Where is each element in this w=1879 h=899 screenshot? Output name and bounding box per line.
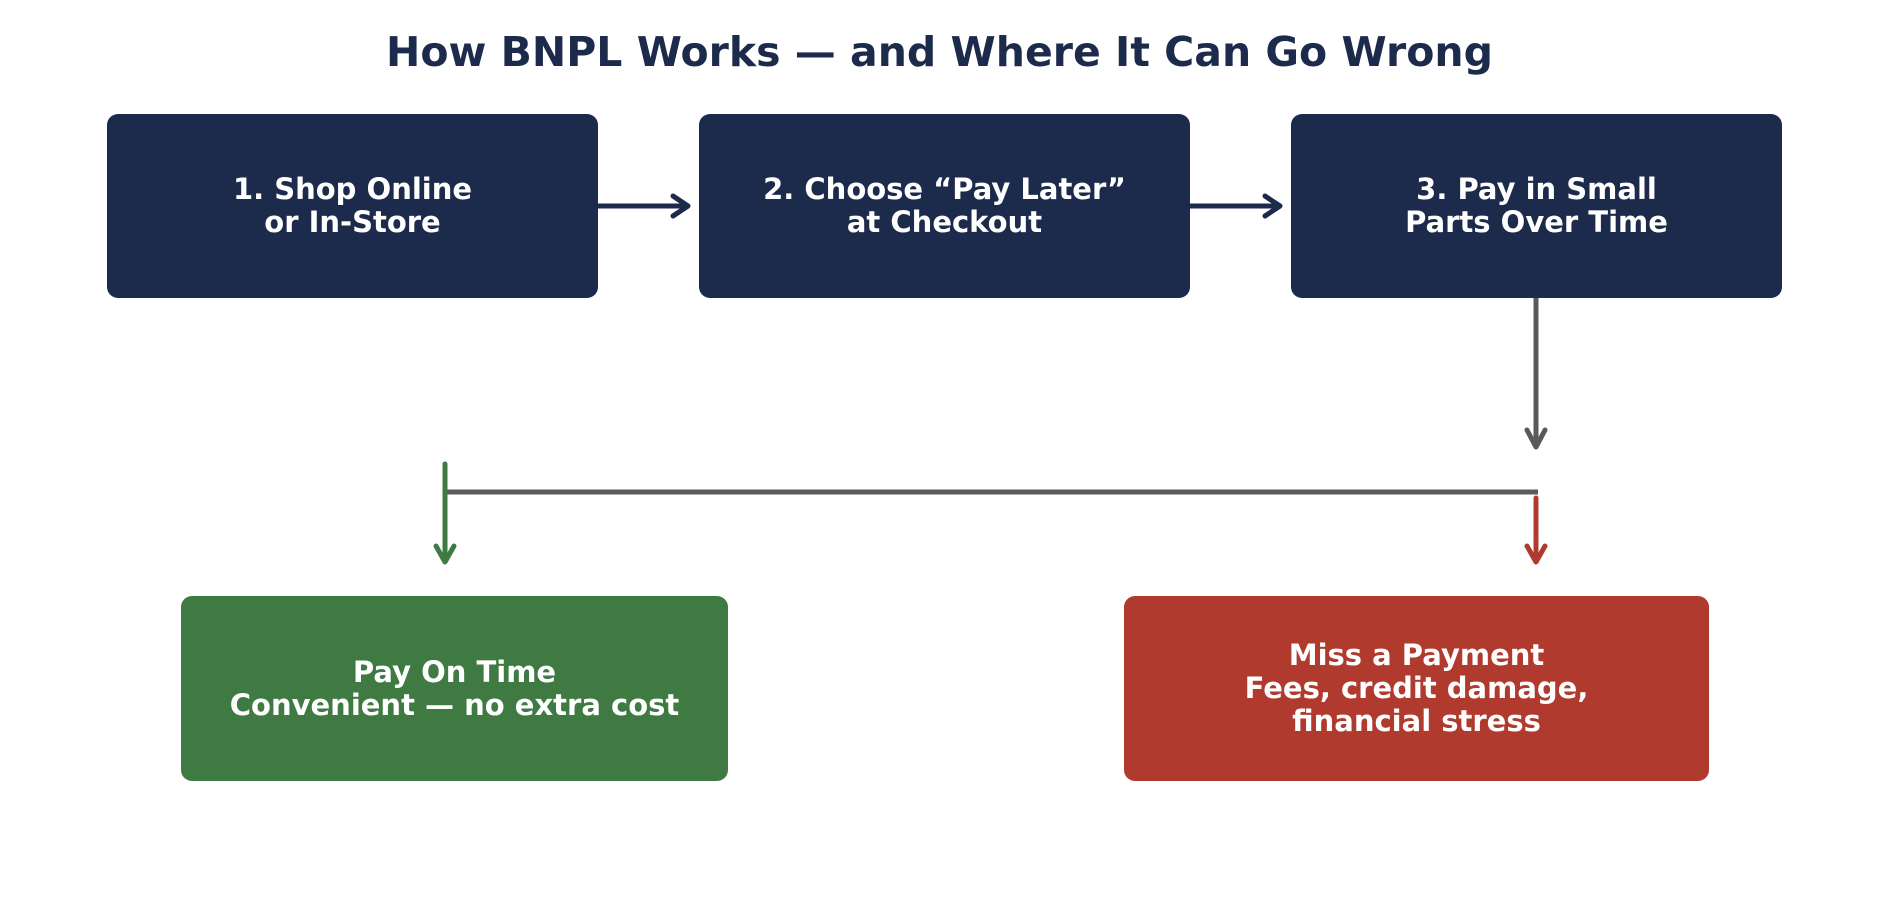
step-pay-line1: 3. Pay in Small xyxy=(1416,172,1657,206)
arrow-step3-down xyxy=(1524,298,1548,450)
step-shop-box: 1. Shop Online or In-Store xyxy=(107,114,598,298)
arrow-to-pay-on-time xyxy=(433,461,457,565)
outcome-good-line2: Convenient — no extra cost xyxy=(229,687,680,722)
outcome-pay-on-time-box: Pay On Time Convenient — no extra cost xyxy=(181,596,728,781)
arrow-step2-to-step3 xyxy=(1190,193,1283,219)
outcome-bad-line1: Miss a Payment xyxy=(1288,638,1545,672)
arrow-to-miss-payment xyxy=(1524,495,1548,565)
step-choose-line1: 2. Choose “Pay Later” xyxy=(763,172,1126,206)
step-shop-line1: 1. Shop Online xyxy=(232,172,473,206)
arrow-step1-to-step2 xyxy=(598,193,691,219)
step-pay-small-parts-box: 3. Pay in Small Parts Over Time xyxy=(1291,114,1782,298)
step-choose-pay-later-box: 2. Choose “Pay Later” at Checkout xyxy=(699,114,1190,298)
outcome-bad-line3: financial stress xyxy=(1292,704,1541,738)
step-choose-line2: at Checkout xyxy=(846,205,1043,239)
step-shop-line2: or In-Store xyxy=(264,205,441,239)
outcome-miss-payment-box: Miss a Payment Fees, credit damage, fina… xyxy=(1124,596,1709,781)
outcome-bad-line2: Fees, credit damage, xyxy=(1244,671,1589,705)
step-pay-line2: Parts Over Time xyxy=(1405,205,1668,239)
diagram-title: How BNPL Works — and Where It Can Go Wro… xyxy=(386,28,1493,76)
outcome-good-line1: Pay On Time xyxy=(352,654,557,689)
